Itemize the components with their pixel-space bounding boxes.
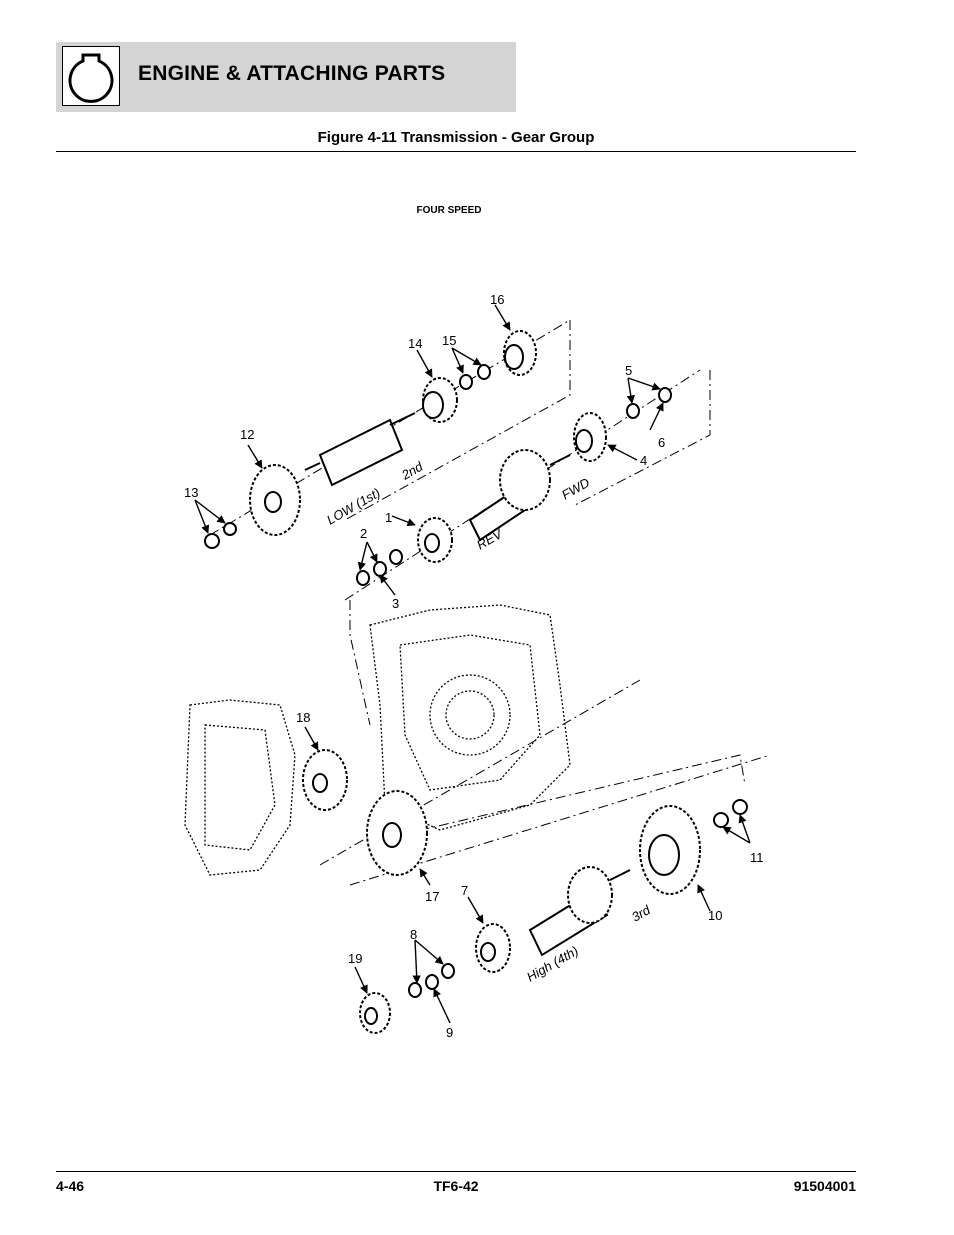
- shaft-rev-fwd: [468, 449, 571, 542]
- shaft-label-third: 3rd: [629, 902, 653, 925]
- callout-3: 3: [392, 596, 399, 611]
- callout-10: 10: [708, 908, 722, 923]
- callout-16: 16: [490, 292, 504, 307]
- manual-number: 91504001: [793, 1178, 856, 1194]
- bearing-5: [626, 387, 672, 419]
- callout-12: 12: [240, 427, 254, 442]
- bearing-11: [713, 799, 748, 828]
- callout-9: 9: [446, 1025, 453, 1040]
- bearing-13: [204, 522, 237, 549]
- gear-14: [422, 377, 458, 423]
- gear-4: [573, 412, 607, 462]
- header-band: [56, 42, 516, 112]
- bearing-15: [459, 364, 491, 390]
- shaft-label-low: LOW (1st): [324, 485, 383, 528]
- callout-14: 14: [408, 336, 422, 351]
- gear-10: [639, 805, 701, 895]
- exploded-gear-diagram: LOW (1st) 2nd FWD REV 3rd High (4th): [170, 285, 790, 1045]
- page-number: 4-46: [56, 1178, 85, 1194]
- callout-2: 2: [360, 526, 367, 541]
- shaft-low-2nd: [304, 412, 416, 487]
- callout-19: 19: [348, 951, 362, 966]
- callout-1: 1: [385, 510, 392, 525]
- shaft-label-second: 2nd: [398, 458, 426, 483]
- callout-15: 15: [442, 333, 456, 348]
- footer-rule: [56, 1171, 856, 1172]
- bearing-8: [408, 963, 455, 998]
- callout-11: 11: [750, 850, 764, 865]
- gear-16: [503, 330, 537, 376]
- transmission-housing: [184, 604, 571, 876]
- model-number: TF6-42: [433, 1178, 479, 1194]
- header-rule: [56, 151, 856, 152]
- callout-17: 17: [425, 889, 439, 904]
- variant-label: FOUR SPEED: [416, 205, 482, 216]
- bearing-2: [356, 549, 403, 586]
- gear-17: [366, 790, 428, 876]
- callout-8: 8: [410, 927, 417, 942]
- section-title: ENGINE & ATTACHING PARTS: [138, 62, 446, 85]
- gear-18: [302, 749, 348, 811]
- engine-section-icon: [62, 46, 120, 106]
- gear-19: [359, 992, 391, 1034]
- callout-4: 4: [640, 453, 647, 468]
- gear-1: [417, 517, 453, 563]
- callout-18: 18: [296, 710, 310, 725]
- gear-12: [249, 464, 301, 536]
- callout-6: 6: [658, 435, 665, 450]
- shaft-high-3rd: [528, 866, 631, 957]
- callout-5: 5: [625, 363, 632, 378]
- callout-13: 13: [184, 485, 198, 500]
- figure-title: Figure 4-11 Transmission - Gear Group: [317, 129, 595, 146]
- gear-7: [475, 923, 511, 973]
- callout-7: 7: [461, 883, 468, 898]
